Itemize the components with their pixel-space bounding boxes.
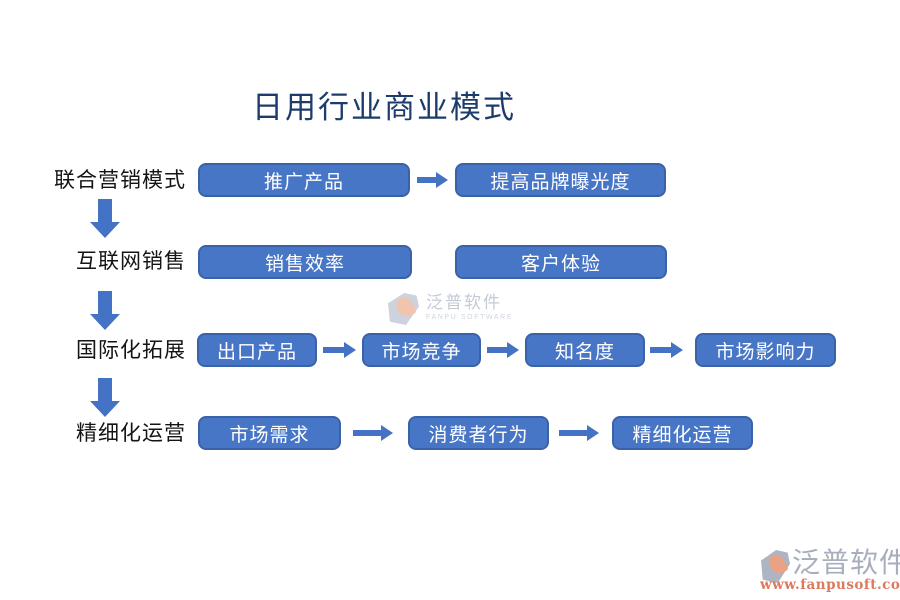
arrow-right-icon [650, 342, 683, 358]
footer-brand-name: 泛普软件 [792, 546, 900, 579]
node-market-competition: 市场竞争 [362, 333, 481, 367]
row-label-internet-sales: 互联网销售 [76, 249, 186, 273]
node-brand-exposure: 提高品牌曝光度 [455, 163, 666, 197]
arrow-right-icon [559, 425, 599, 441]
row-label-joint-marketing: 联合营销模式 [54, 168, 186, 192]
arrow-right-icon [487, 342, 519, 358]
diagram-title: 日用行业商业模式 [252, 90, 516, 126]
node-sales-efficiency: 销售效率 [198, 245, 412, 279]
node-awareness: 知名度 [525, 333, 645, 367]
arrow-down-icon [90, 291, 120, 331]
arrow-down-icon [90, 378, 120, 418]
node-export-product: 出口产品 [197, 333, 317, 367]
row-label-international-expansion: 国际化拓展 [76, 338, 186, 362]
row-label-refined-operation: 精细化运营 [76, 421, 186, 445]
node-promote-product: 推广产品 [198, 163, 410, 197]
arrow-right-icon [417, 172, 448, 188]
node-consumer-behavior: 消费者行为 [408, 416, 549, 450]
node-market-demand: 市场需求 [198, 416, 341, 450]
watermark: 泛普软件 FANPU SOFTWARE [388, 293, 513, 325]
fanpu-logo-icon [388, 293, 419, 325]
fanpu-logo-icon [761, 550, 790, 583]
arrow-down-icon [90, 199, 120, 239]
arrow-right-icon [353, 425, 393, 441]
watermark-brand-en: FANPU SOFTWARE [426, 314, 514, 321]
node-refined-operation: 精细化运营 [612, 416, 753, 450]
node-customer-experience: 客户体验 [455, 245, 667, 279]
footer-website-link[interactable]: www.fanpusoft.com [760, 577, 900, 593]
watermark-brand: 泛普软件 [426, 293, 502, 313]
arrow-right-icon [323, 342, 356, 358]
node-market-influence: 市场影响力 [695, 333, 836, 367]
